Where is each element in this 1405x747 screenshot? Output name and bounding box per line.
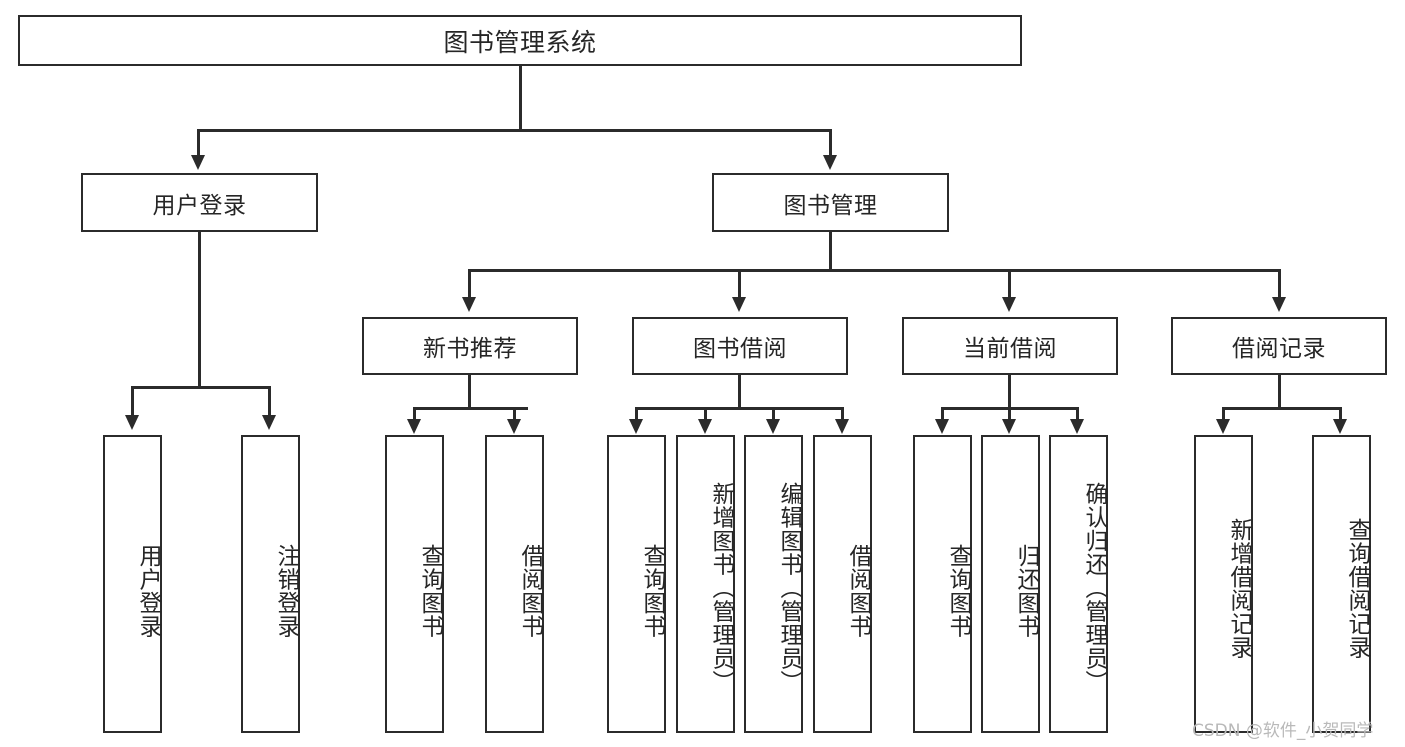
arrowhead-leaf-add-record [1216, 419, 1230, 434]
arrowhead-leaf-edit-book [766, 419, 780, 434]
connector-new-book-leaf-1 [413, 407, 416, 421]
leaf-user-login[interactable]: 用户登录 [103, 435, 162, 733]
node-label: 图书管理系统 [443, 27, 597, 57]
connector-current-borrow-leaf-2 [1008, 407, 1011, 421]
node-current-borrow[interactable]: 当前借阅 [902, 317, 1118, 375]
node-book-management-system[interactable]: 图书管理系统 [18, 15, 1022, 66]
arrowhead-user-login [191, 155, 205, 170]
node-label: 新增借阅记录 [1226, 517, 1252, 659]
connector-new-book-leaf-2 [513, 407, 516, 421]
arrowhead-new-book-recommend [462, 297, 476, 312]
leaf-borrow-book[interactable]: 借阅图书 [813, 435, 872, 733]
arrowhead-leaf-borrow-book-2 [835, 419, 849, 434]
node-label: 查询借阅记录 [1344, 517, 1370, 659]
node-book-borrow[interactable]: 图书借阅 [632, 317, 848, 375]
node-user-login[interactable]: 用户登录 [81, 173, 318, 232]
node-label: 图书管理 [783, 192, 878, 219]
node-label: 归还图书 [1013, 544, 1039, 638]
arrowhead-leaf-query-record [1333, 419, 1347, 434]
connector-to-borrow-record [1278, 269, 1281, 299]
connector-book-borrow-stem [738, 375, 741, 409]
node-label: 新书推荐 [423, 336, 517, 362]
leaf-edit-book-admin[interactable]: 编辑图书（管理员） [744, 435, 803, 733]
connector-current-borrow-leaf-3 [1076, 407, 1079, 421]
node-label: 查询图书 [945, 544, 971, 638]
leaf-query-book-new-recommend[interactable]: 查询图书 [385, 435, 444, 733]
connector-book-borrow-leaf-3 [772, 407, 775, 421]
connector-new-book-stem [468, 375, 471, 409]
leaf-confirm-return-admin[interactable]: 确认归还（管理员） [1049, 435, 1108, 733]
arrowhead-leaf-logout [262, 415, 276, 430]
arrowhead-leaf-borrow-book-1 [507, 419, 521, 434]
connector-root-to-book-management [829, 129, 832, 157]
connector-borrow-record-leaf-2 [1339, 407, 1342, 421]
connector-new-book-bus [413, 407, 528, 410]
arrowhead-book-borrow [732, 297, 746, 312]
connector-user-login-bus [131, 386, 270, 389]
leaf-add-book-admin[interactable]: 新增图书（管理员） [676, 435, 735, 733]
node-label: 用户登录 [135, 544, 161, 638]
node-label: 图书借阅 [693, 336, 787, 362]
leaf-return-book[interactable]: 归还图书 [981, 435, 1040, 733]
node-book-management[interactable]: 图书管理 [712, 173, 949, 232]
connector-user-login-stem [198, 232, 201, 388]
leaf-query-book-current[interactable]: 查询图书 [913, 435, 972, 733]
connector-book-borrow-leaf-1 [635, 407, 638, 421]
node-label: 编辑图书（管理员） [776, 482, 802, 694]
leaf-borrow-book-new-recommend[interactable]: 借阅图书 [485, 435, 544, 733]
csdn-watermark: CSDN @软件_小贺同学 [1192, 716, 1373, 741]
connector-root-bus [197, 129, 832, 132]
node-label: 查询图书 [639, 544, 665, 638]
node-label: 借阅图书 [845, 544, 871, 638]
connector-book-borrow-leaf-4 [841, 407, 844, 421]
watermark-text: CSDN @软件_小贺同学 [1192, 721, 1374, 741]
arrowhead-leaf-query-book-1 [407, 419, 421, 434]
node-borrow-record[interactable]: 借阅记录 [1171, 317, 1387, 375]
connector-user-login-leaf-1 [131, 386, 134, 417]
node-new-book-recommend[interactable]: 新书推荐 [362, 317, 578, 375]
node-label: 借阅记录 [1232, 336, 1326, 362]
connector-user-login-leaf-2 [268, 386, 271, 417]
arrowhead-current-borrow [1002, 297, 1016, 312]
arrowhead-leaf-add-book [698, 419, 712, 434]
node-label: 查询图书 [417, 544, 443, 638]
node-label: 确认归还（管理员） [1081, 482, 1107, 694]
connector-borrow-record-leaf-1 [1222, 407, 1225, 421]
connector-borrow-record-bus [1222, 407, 1340, 410]
connector-root-to-user-login [197, 129, 200, 157]
arrowhead-leaf-return-book [1002, 419, 1016, 434]
leaf-query-book-borrow[interactable]: 查询图书 [607, 435, 666, 733]
node-label: 用户登录 [152, 192, 247, 219]
arrowhead-borrow-record [1272, 297, 1286, 312]
arrowhead-leaf-query-book-2 [629, 419, 643, 434]
leaf-query-borrow-record[interactable]: 查询借阅记录 [1312, 435, 1371, 733]
leaf-add-borrow-record[interactable]: 新增借阅记录 [1194, 435, 1253, 733]
connector-borrow-record-stem [1278, 375, 1281, 409]
arrowhead-leaf-query-book-3 [935, 419, 949, 434]
connector-level2-bus [468, 269, 1280, 272]
connector-book-management-stem [829, 232, 832, 271]
connector-book-borrow-bus [635, 407, 843, 410]
arrowhead-book-management [823, 155, 837, 170]
node-label: 借阅图书 [517, 544, 543, 638]
node-label: 当前借阅 [963, 336, 1057, 362]
arrowhead-leaf-confirm-return [1070, 419, 1084, 434]
connector-to-new-book-recommend [468, 269, 471, 299]
node-label: 注销登录 [273, 544, 299, 638]
connector-root-stem [519, 66, 522, 130]
node-label: 新增图书（管理员） [708, 482, 734, 694]
connector-book-borrow-leaf-2 [704, 407, 707, 421]
connector-to-book-borrow [738, 269, 741, 299]
connector-current-borrow-stem [1008, 375, 1011, 409]
connector-current-borrow-leaf-1 [941, 407, 944, 421]
leaf-logout[interactable]: 注销登录 [241, 435, 300, 733]
connector-to-current-borrow [1008, 269, 1011, 299]
arrowhead-leaf-user-login [125, 415, 139, 430]
